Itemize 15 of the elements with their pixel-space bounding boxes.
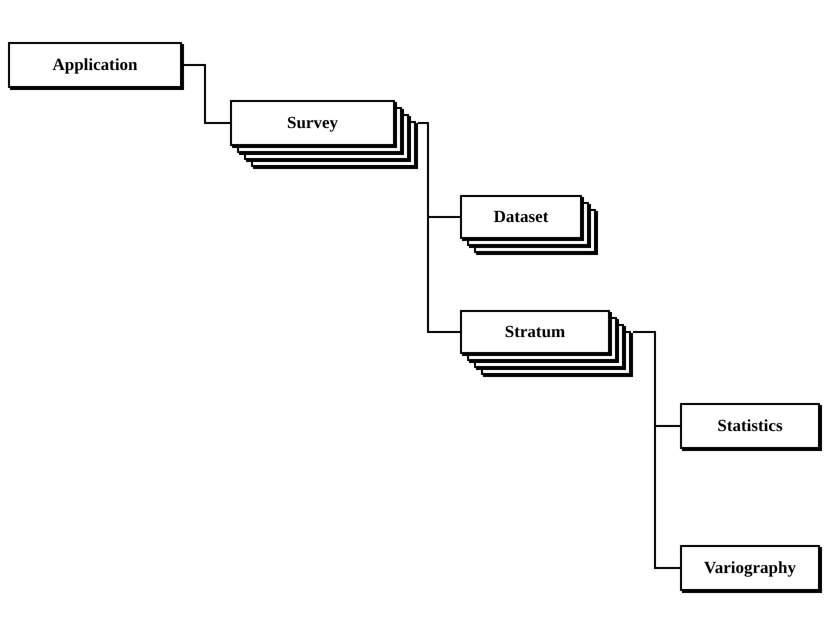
process-box xyxy=(8,42,184,90)
connector-line xyxy=(184,64,230,124)
connector-line xyxy=(418,122,460,333)
connector-line xyxy=(633,331,680,569)
box-label: Variography xyxy=(703,557,797,579)
process-box xyxy=(680,403,822,451)
box-label: Application xyxy=(51,54,139,76)
stacked-boxes xyxy=(460,310,633,377)
stacked-boxes xyxy=(230,100,418,169)
box-label: Stratum xyxy=(504,321,566,343)
process-box xyxy=(680,545,822,593)
box-label: Statistics xyxy=(716,415,784,437)
stacked-boxes xyxy=(460,195,598,255)
box-label: Dataset xyxy=(492,206,550,228)
box-label: Survey xyxy=(286,112,339,134)
